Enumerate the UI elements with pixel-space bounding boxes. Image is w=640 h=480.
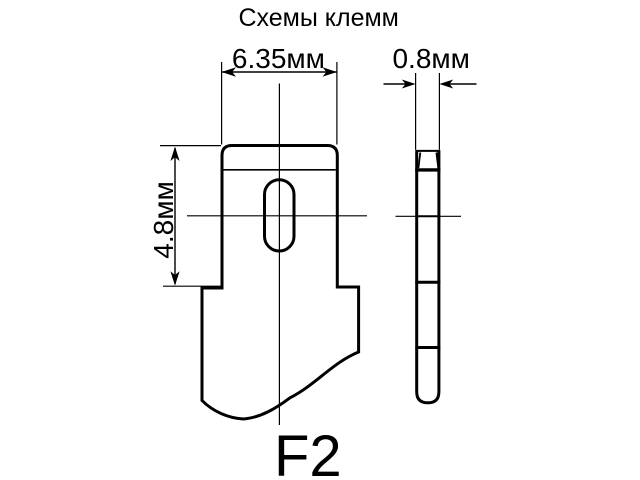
svg-text:0.8мм: 0.8мм <box>392 43 469 74</box>
svg-text:6.35мм: 6.35мм <box>232 43 325 74</box>
svg-text:4.8мм: 4.8мм <box>148 181 179 258</box>
svg-text:F2: F2 <box>274 424 342 480</box>
svg-text:Схемы клемм: Схемы клемм <box>239 4 399 32</box>
